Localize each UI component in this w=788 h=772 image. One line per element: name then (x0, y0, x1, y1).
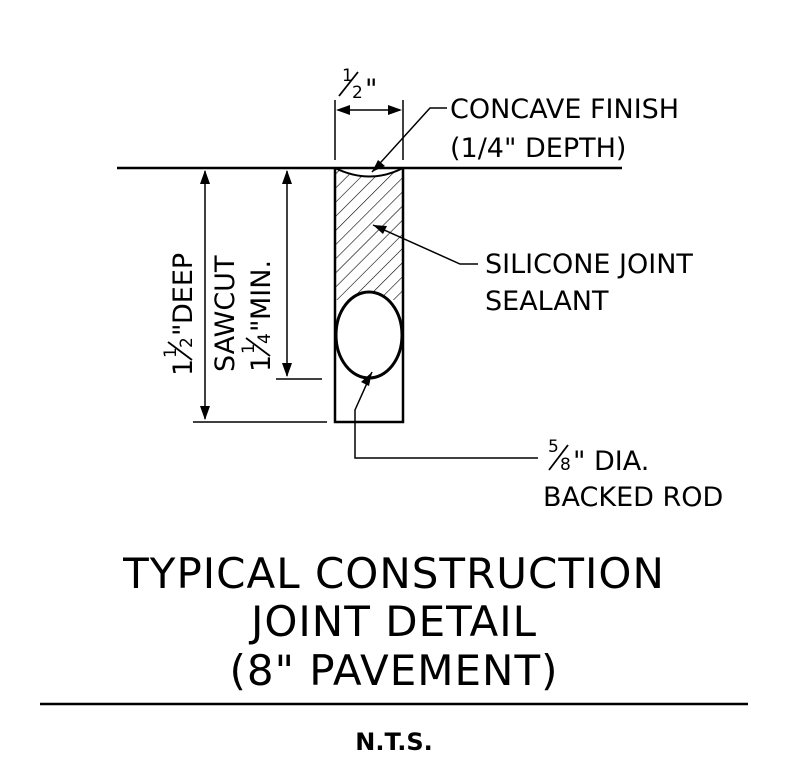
sealant-depth-num: 1 (239, 343, 259, 354)
sealant-depth-suffix: MIN. (246, 260, 277, 320)
joint-width-dimension: 1 2 " (334, 66, 404, 160)
sawcut-depth-unit: " (168, 324, 199, 336)
backer-rod-circle (334, 290, 404, 380)
sawcut-label: SAWCUT (210, 255, 241, 372)
sawcut-depth-den: 2 (177, 337, 197, 348)
joint-width-num: 1 (342, 66, 353, 86)
silicone-sealant-label: SILICONE JOINT (485, 249, 693, 280)
sawcut-walls (333, 168, 405, 424)
backer-rod-callout: 5 8 " DIA. BACKED ROD (354, 371, 723, 513)
joint-width-den: 2 (352, 83, 363, 103)
sawcut-depth-dimension: 1 1 2 " DEEP SAWCUT (161, 170, 327, 423)
sealant-depth-den: 4 (255, 333, 275, 344)
silicone-sealant-label-line2: SEALANT (485, 286, 609, 317)
sealant-depth-dimension: 1 1 4 " MIN. (239, 170, 322, 380)
joint-width-unit: " (365, 74, 377, 105)
concave-finish-label: CONCAVE FINISH (450, 94, 679, 125)
title-line-1: TYPICAL CONSTRUCTION (122, 549, 665, 598)
concave-finish-depth: (1/4" DEPTH) (450, 133, 626, 164)
concave-finish-curve (334, 167, 404, 178)
scale-note: N.T.S. (355, 728, 432, 756)
concave-finish-callout: CONCAVE FINISH (1/4" DEPTH) (371, 94, 679, 173)
sawcut-depth-num: 1 (161, 347, 181, 358)
silicone-sealant-callout: SILICONE JOINT SEALANT (372, 224, 693, 317)
silicone-sealant-hatch (335, 168, 403, 300)
sealant-depth-unit: " (246, 320, 277, 332)
title-line-2: JOINT DETAIL (248, 597, 537, 646)
backer-rod-num: 5 (548, 437, 559, 457)
backer-rod-dia: " DIA. (573, 446, 649, 477)
backer-rod-label: BACKED ROD (543, 482, 723, 513)
backer-rod-den: 8 (560, 455, 571, 475)
sealant-depth-whole: 1 (246, 355, 277, 372)
sawcut-depth-whole: 1 (168, 359, 199, 376)
sawcut-depth-suffix: DEEP (168, 253, 199, 324)
title-line-3: (8" PAVEMENT) (230, 646, 559, 695)
